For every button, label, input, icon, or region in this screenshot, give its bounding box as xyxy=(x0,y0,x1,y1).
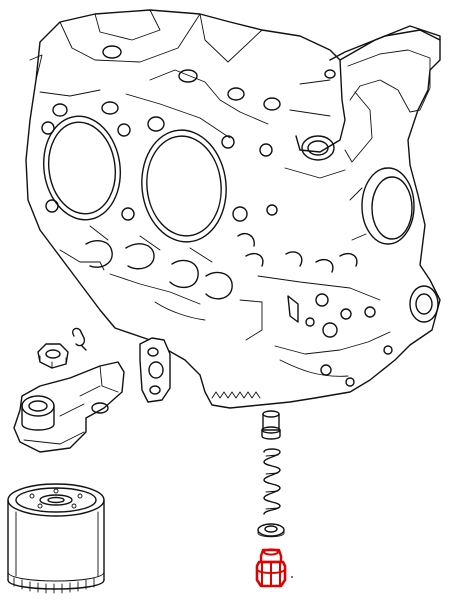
valve-plug xyxy=(255,548,293,588)
relief-valve-spring xyxy=(263,448,281,515)
oil-filter xyxy=(7,483,105,594)
oil-filter-flange xyxy=(13,361,125,453)
sealing-washer xyxy=(257,523,285,538)
engine-crankcase xyxy=(25,9,441,409)
filter-flange-gasket xyxy=(139,337,171,403)
hex-nut xyxy=(37,343,69,369)
pressure-relief-piston xyxy=(261,410,281,440)
retaining-clip xyxy=(71,327,87,351)
